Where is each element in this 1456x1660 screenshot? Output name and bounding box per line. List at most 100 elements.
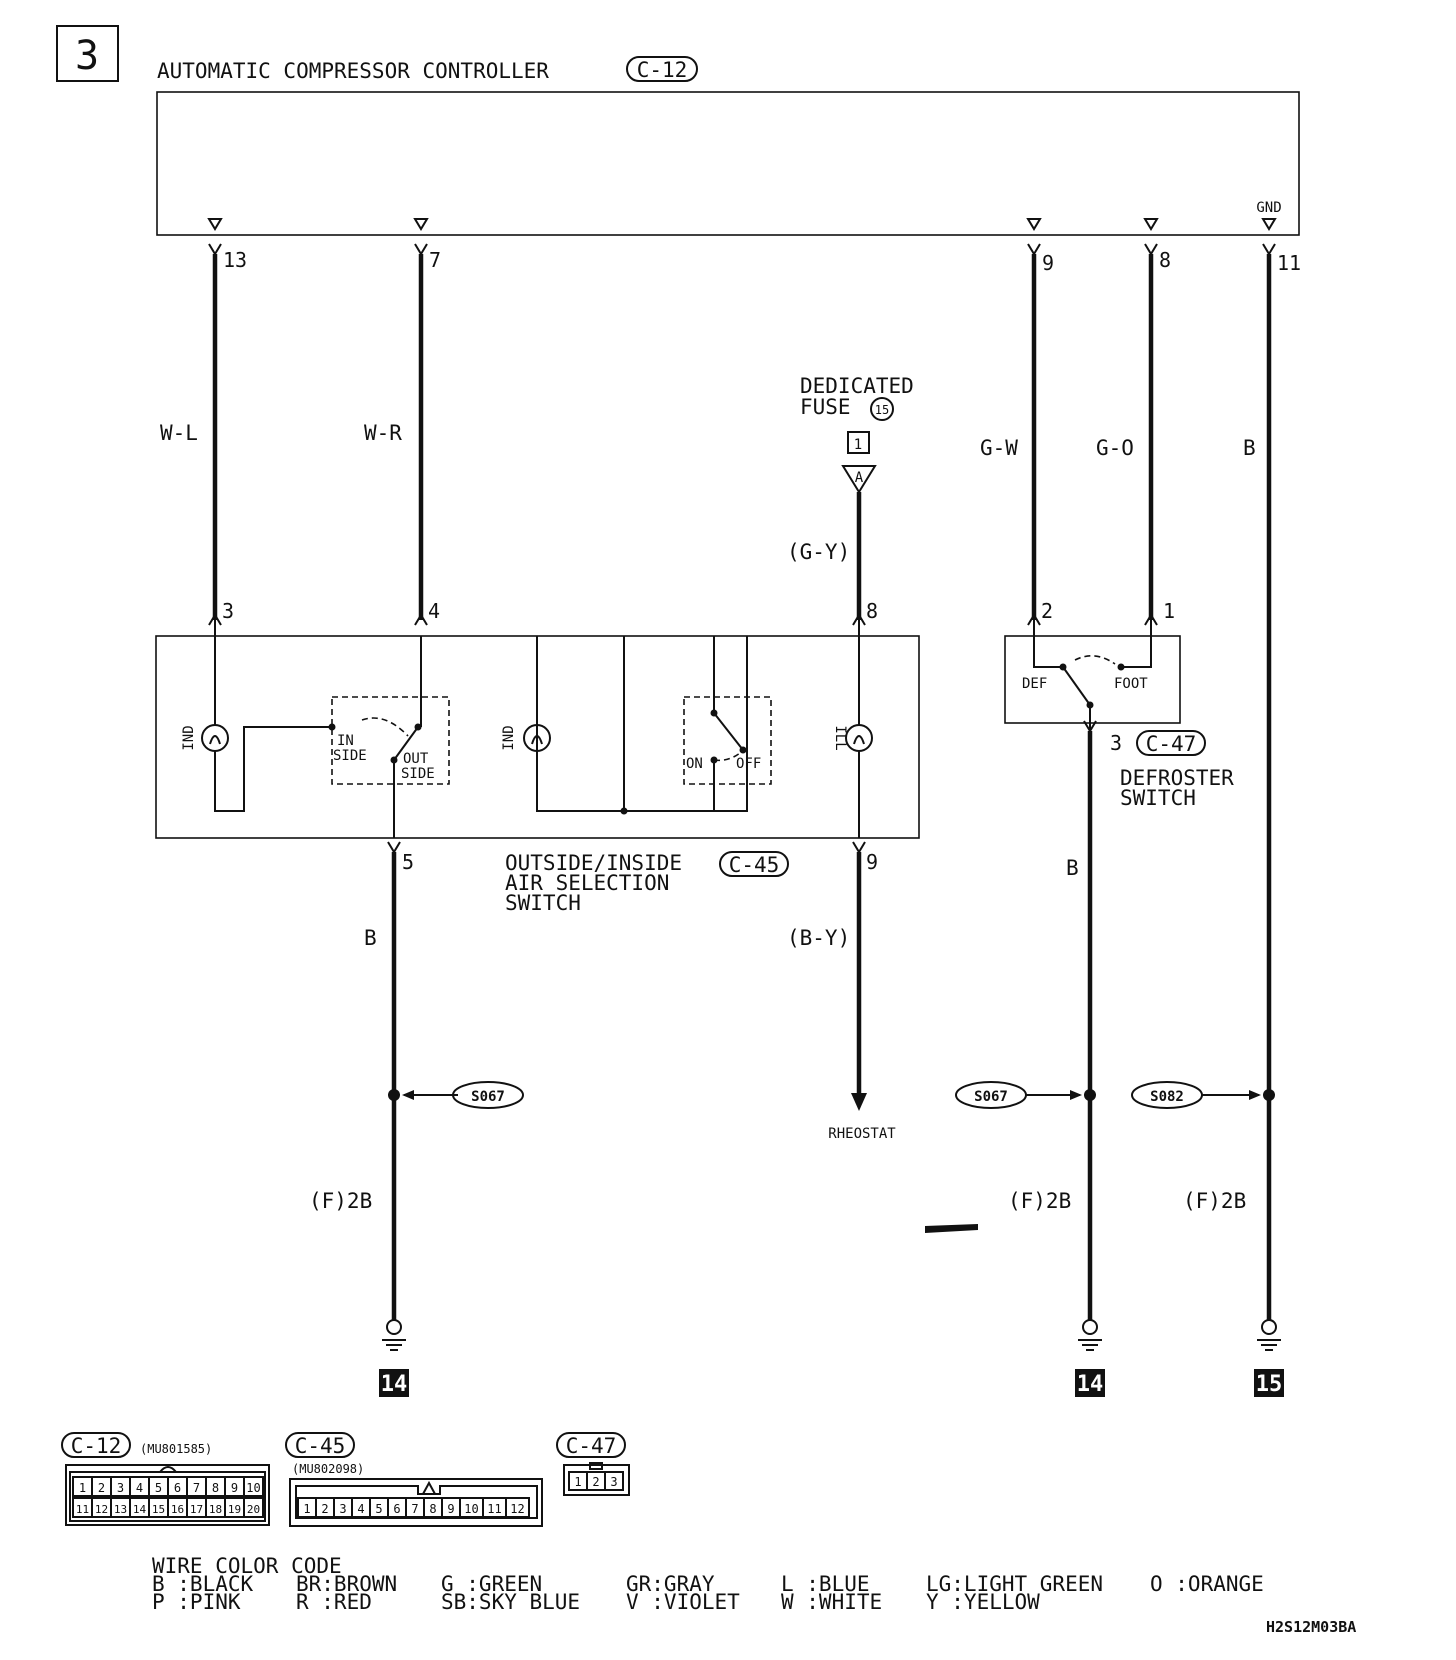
defroster-connector: C-47 xyxy=(1146,732,1197,756)
color-code-entry-a-5: LG:LIGHT GREEN xyxy=(926,1572,1103,1596)
c12-pin-13-label: 13 xyxy=(114,1503,127,1516)
defroster-name-1: DEFROSTER xyxy=(1120,766,1234,790)
c45-pin-12-cell xyxy=(505,1497,530,1518)
switch-top-fork-marks xyxy=(208,613,1158,626)
fuse-box xyxy=(847,431,870,454)
color-code-entry-b-1: R :RED xyxy=(296,1590,372,1614)
color-code-entry-a-0: B :BLACK xyxy=(152,1572,254,1596)
stray-mark xyxy=(925,1224,978,1233)
color-code-entry-a-3: GR:GRAY xyxy=(626,1572,715,1596)
c45-pin-11-label: 11 xyxy=(487,1502,501,1516)
switch-bottom-fork-marks xyxy=(387,720,1097,854)
fuse-triangle xyxy=(841,465,877,494)
top-fork-marks xyxy=(208,243,1276,256)
fuse-line2: FUSE xyxy=(800,395,851,419)
ground-wire-label-1: (F)2B xyxy=(309,1189,372,1213)
fuse-number: 15 xyxy=(875,403,889,417)
ground-symbol-3 xyxy=(1257,1319,1281,1351)
color-code-entry-a-2: G :GREEN xyxy=(441,1572,542,1596)
wire-label-b-right: B xyxy=(1243,436,1256,460)
c45-id: C-45 xyxy=(295,1434,346,1458)
air-switch-connector-oval xyxy=(719,851,789,877)
ground-point-box-2 xyxy=(1075,1369,1105,1397)
ground-symbol-2 xyxy=(1078,1319,1102,1351)
c45-pin-7-label: 7 xyxy=(411,1502,418,1516)
wire-label-g-y: (G-Y) xyxy=(787,540,850,564)
pin-7: 7 xyxy=(429,248,441,272)
color-code-entry-b-2: SB:SKY BLUE xyxy=(441,1590,580,1614)
c12-pin-5-label: 5 xyxy=(155,1481,162,1495)
c12-pin-15-label: 15 xyxy=(152,1503,165,1516)
c12-pin-17-label: 17 xyxy=(190,1503,203,1516)
c45-pin-3-label: 3 xyxy=(339,1502,346,1516)
defroster-pin-2: 2 xyxy=(1041,599,1053,623)
controller-terminal-marks xyxy=(207,218,1277,231)
c12-pin-12-label: 12 xyxy=(95,1503,108,1516)
c45-pin-4-label: 4 xyxy=(357,1502,364,1516)
color-code-entry-a-1: BR:BROWN xyxy=(296,1572,397,1596)
controller-connector: C-12 xyxy=(637,58,688,82)
fuse-box-number: 1 xyxy=(854,437,862,453)
c12-pin-18-label: 18 xyxy=(209,1503,222,1516)
air-switch-connector: C-45 xyxy=(729,853,780,877)
pin-8: 8 xyxy=(1159,248,1171,272)
controller-box xyxy=(156,91,1300,236)
c12-pin-1-label: 1 xyxy=(79,1481,86,1495)
color-code-entry-b-0: P :PINK xyxy=(152,1590,241,1614)
switch-pin-4: 4 xyxy=(428,599,440,623)
splice-label-2: S067 xyxy=(974,1089,1008,1105)
c12-part: (MU801585) xyxy=(140,1442,212,1456)
wire-label-g-w: G-W xyxy=(980,436,1018,460)
ground-point-3: 15 xyxy=(1256,1372,1283,1397)
c45-pin-12-label: 12 xyxy=(510,1502,524,1516)
controller-connector-oval xyxy=(626,56,698,82)
c12-pin-14-label: 14 xyxy=(133,1503,147,1516)
splice-label-3: S082 xyxy=(1150,1089,1184,1105)
pin-13: 13 xyxy=(223,248,247,272)
c45-pin-10-label: 10 xyxy=(464,1502,478,1516)
c12-pin-8-label: 8 xyxy=(212,1481,219,1495)
in-out-switch-box xyxy=(331,696,450,785)
document-code: H2S12M03BA xyxy=(1266,1618,1356,1636)
defroster-box xyxy=(1004,635,1181,724)
controller-title: AUTOMATIC COMPRESSOR CONTROLLER xyxy=(157,59,549,83)
def-label: DEF xyxy=(1022,676,1047,692)
wire-label-b-left: B xyxy=(364,926,377,950)
ground-wire-label-2: (F)2B xyxy=(1008,1189,1071,1213)
splice-label-1: S067 xyxy=(471,1089,505,1105)
c12-id: C-12 xyxy=(71,1434,122,1458)
rheostat-label: RHEOSTAT xyxy=(828,1126,896,1142)
ground-wire-label-3: (F)2B xyxy=(1183,1189,1246,1213)
switch-pin-3: 3 xyxy=(222,599,234,623)
page-number-box xyxy=(56,25,119,82)
defroster-pin-3: 3 xyxy=(1110,731,1122,755)
page-number: 3 xyxy=(75,33,99,79)
wire-label-b-y: (B-Y) xyxy=(787,926,850,950)
wire-label-g-o: G-O xyxy=(1096,436,1134,460)
fuse-number-circle xyxy=(870,397,894,421)
foot-label: FOOT xyxy=(1114,676,1148,692)
air-switch-name-3: SWITCH xyxy=(505,891,581,915)
air-switch-name-1: OUTSIDE/INSIDE xyxy=(505,851,682,875)
c12-pin-20-label: 20 xyxy=(247,1503,260,1516)
wire-label-w-r: W-R xyxy=(364,421,402,445)
ground-point-1: 14 xyxy=(381,1372,408,1397)
pin-9: 9 xyxy=(1042,251,1054,275)
c45-pin-8-label: 8 xyxy=(429,1502,436,1516)
c12-pin-7-label: 7 xyxy=(193,1481,200,1495)
c47-id: C-47 xyxy=(566,1434,617,1458)
fuse-line1: DEDICATED xyxy=(800,374,914,398)
splice-oval-1 xyxy=(452,1081,524,1109)
c12-pin-2-label: 2 xyxy=(98,1481,105,1495)
c45-pin-2-label: 2 xyxy=(321,1502,328,1516)
c12-pin-9-label: 9 xyxy=(231,1481,238,1495)
c12-pin-19-label: 19 xyxy=(228,1503,241,1516)
wire-label-w-l: W-L xyxy=(160,421,198,445)
splice-dot-2 xyxy=(1084,1089,1096,1101)
c12-pin-11-label: 11 xyxy=(76,1503,89,1516)
off-label: OFF xyxy=(736,756,761,772)
splice-dot-1 xyxy=(388,1089,400,1101)
c12-pin-3-label: 3 xyxy=(117,1481,124,1495)
